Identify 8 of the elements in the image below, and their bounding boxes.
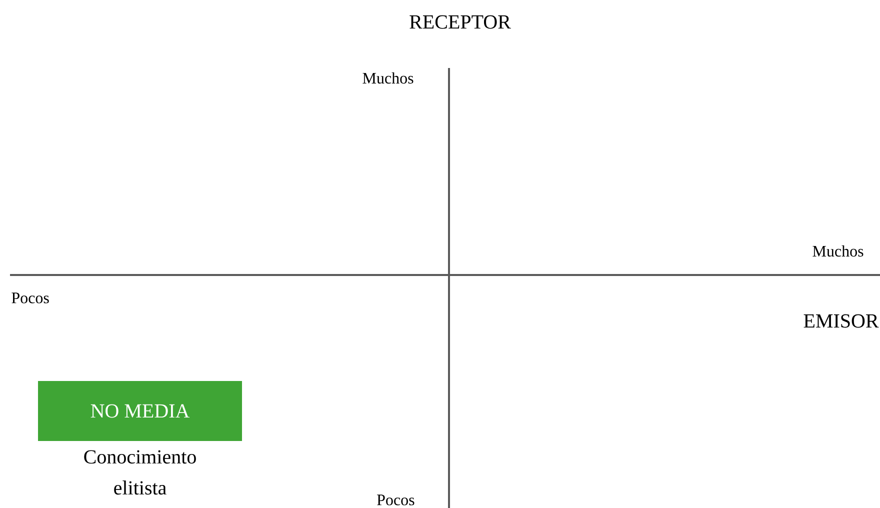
caption-text: Conocimiento elitista [84, 450, 196, 495]
axis-label: EMISOR [804, 314, 879, 328]
axis-label: RECEPTOR [410, 15, 511, 29]
axis-label: Muchos [812, 245, 864, 257]
category-box: NO MEDIA [38, 381, 242, 441]
axis-label: Pocos [377, 494, 414, 506]
axis-label: Pocos [12, 292, 49, 304]
axis-label: Muchos [362, 72, 414, 84]
